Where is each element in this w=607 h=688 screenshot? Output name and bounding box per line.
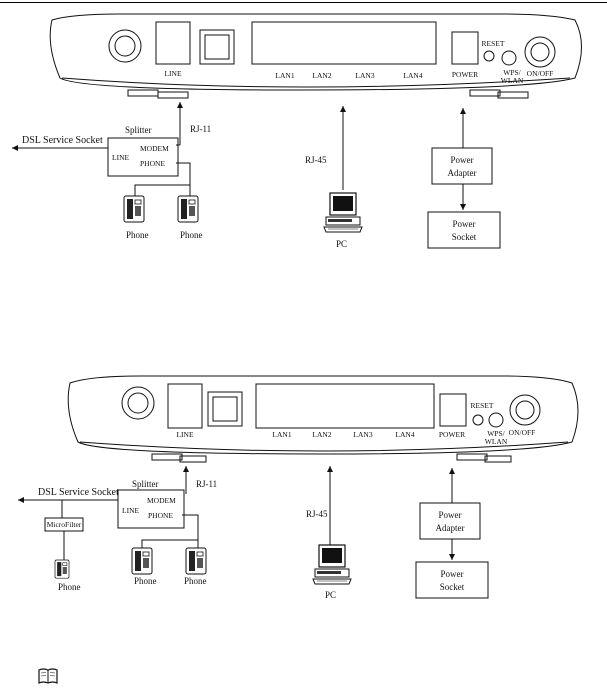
pc-label: PC: [325, 590, 336, 600]
onoff-switch: [524, 36, 556, 68]
onoff-switch: [509, 394, 541, 426]
power-label: POWER: [439, 430, 465, 439]
diagram-1: LINE LAN1 LAN2 LAN3 LAN4 POWER RESET WPS…: [12, 13, 582, 249]
power-adapter-box: [431, 147, 493, 185]
power-socket-box: [415, 561, 489, 599]
phone-icon: [54, 559, 70, 579]
splitter-modem: MODEM: [140, 144, 169, 153]
power-socket-label-1: Power: [441, 569, 464, 579]
reset-button: [483, 50, 495, 62]
header-rule: [0, 2, 607, 3]
phone-label: Phone: [180, 230, 203, 240]
phone-icon: [123, 195, 145, 223]
lan4-label: LAN4: [403, 71, 422, 80]
power-adapter-label-1: Power: [439, 510, 462, 520]
power-adapter-label-2: Adapter: [448, 168, 477, 178]
router-back-panel: LINE LAN1 LAN2 LAN3 LAN4 POWER RESET WPS…: [49, 13, 582, 99]
power-socket-label-1: Power: [453, 219, 476, 229]
phone-icon: [185, 547, 207, 575]
wps-label-2: WLAN: [501, 76, 524, 85]
power-socket-label-2: Socket: [440, 582, 465, 592]
antenna-connector: [108, 29, 142, 63]
phone-icon: [177, 195, 199, 223]
splitter-title: Splitter: [125, 125, 152, 135]
reset-label: RESET: [482, 39, 505, 48]
wps-button: [488, 412, 504, 428]
power-port: [439, 393, 467, 427]
pc-icon: [312, 544, 352, 585]
lan-ports: [255, 383, 435, 429]
line-label: LINE: [164, 69, 181, 78]
phone-icon: [131, 547, 153, 575]
dsl-socket-label: DSL Service Socket: [38, 487, 119, 498]
splitter-line: LINE: [112, 153, 129, 162]
rj45-label: RJ-45: [306, 509, 328, 519]
onoff-label: ON/OFF: [509, 428, 536, 437]
lan3-label: LAN3: [355, 71, 374, 80]
pc-icon: [323, 192, 363, 233]
router-back-panel: LINE LAN1 LAN2 LAN3 LAN4 POWER RESET WPS…: [67, 375, 579, 463]
lan2-label: LAN2: [312, 71, 331, 80]
splitter-phone: PHONE: [140, 159, 165, 168]
power-socket-label-2: Socket: [452, 232, 477, 242]
wps-button: [501, 50, 517, 66]
book-icon: [38, 668, 58, 684]
dsl-socket-label: DSL Service Socket: [22, 135, 103, 146]
lan3-label: LAN3: [353, 430, 372, 439]
power-adapter-label-1: Power: [451, 155, 474, 165]
phone-label: Phone: [134, 576, 157, 586]
phone-label: Phone: [58, 582, 81, 592]
rj11-label: RJ-11: [196, 479, 217, 489]
wps-label-1: WPS/: [503, 68, 521, 77]
line-port: [155, 21, 191, 65]
antenna-connector: [121, 386, 155, 420]
lan2-label: LAN2: [312, 430, 331, 439]
wps-label-2: WLAN: [485, 437, 508, 446]
microfilter-label: MicroFilter: [47, 520, 82, 529]
splitter-modem: MODEM: [147, 496, 176, 505]
line-label: LINE: [176, 430, 193, 439]
splitter-line: LINE: [122, 506, 139, 515]
phone-label: Phone: [126, 230, 149, 240]
reset-label: RESET: [471, 401, 494, 410]
lan-ports: [251, 21, 437, 65]
rj45-label: RJ-45: [305, 155, 327, 165]
power-port: [451, 31, 479, 65]
power-adapter-label-2: Adapter: [436, 523, 465, 533]
wps-label-1: WPS/: [487, 429, 505, 438]
diagram-2: LINE LAN1 LAN2 LAN3 LAN4 POWER RESET WPS…: [18, 375, 579, 600]
phone-label: Phone: [184, 576, 207, 586]
router-foot-right: [469, 89, 501, 97]
router-foot-left: [127, 89, 159, 97]
splitter-phone: PHONE: [148, 511, 173, 520]
onoff-label: ON/OFF: [527, 69, 554, 78]
usb-port: [207, 391, 243, 427]
power-socket-box: [427, 211, 501, 249]
splitter-title: Splitter: [132, 479, 159, 489]
splitter-box: [107, 137, 179, 177]
lan1-label: LAN1: [275, 71, 294, 80]
reset-button: [472, 414, 484, 426]
lan1-label: LAN1: [272, 430, 291, 439]
line-port: [167, 383, 203, 429]
splitter-box: [117, 489, 185, 529]
power-adapter-box: [419, 502, 481, 540]
rj11-label: RJ-11: [190, 124, 211, 134]
pc-label: PC: [336, 239, 347, 249]
power-label: POWER: [452, 70, 478, 79]
usb-port: [199, 29, 235, 65]
lan4-label: LAN4: [395, 430, 414, 439]
